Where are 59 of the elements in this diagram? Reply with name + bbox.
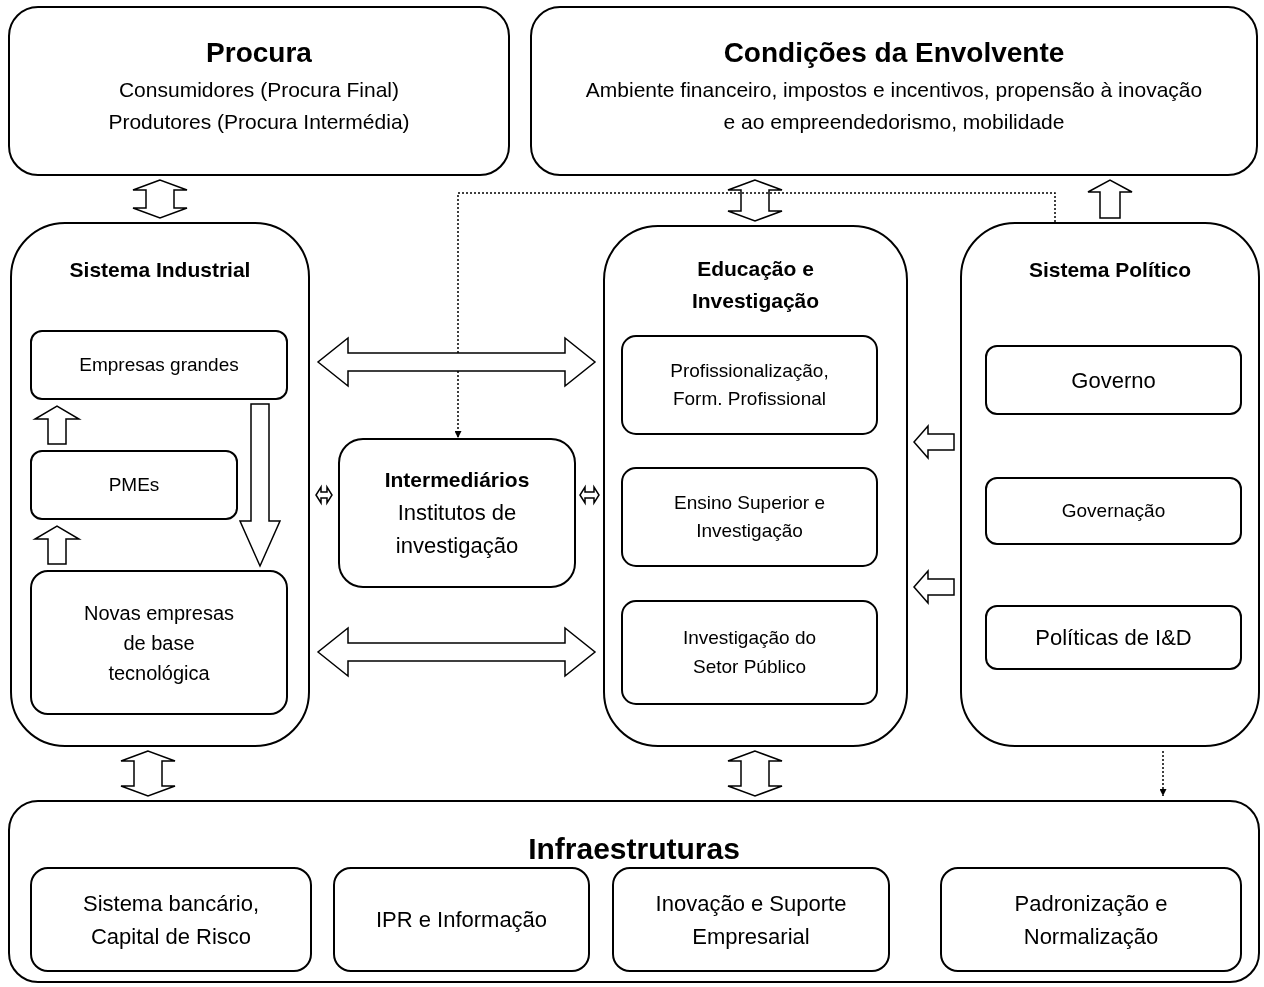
node-label: Inovação e Suporte Empresarial [654, 889, 848, 951]
node-label: Governação [1061, 498, 1166, 523]
node-label: Investigação do Setor Público [681, 626, 818, 679]
block-arrow [1087, 179, 1133, 219]
node-text: Produtores (Procura Intermédia) [108, 108, 410, 135]
process-box [30, 570, 288, 715]
block-arrow [913, 569, 955, 605]
node-label: IPR e Informação [375, 906, 548, 934]
group-box [8, 6, 510, 176]
block-arrow [32, 405, 82, 445]
process-box [30, 867, 312, 972]
node-title: Procura [206, 36, 312, 70]
process-box [30, 450, 238, 520]
group-box [960, 222, 1260, 747]
double-block-arrow [120, 750, 176, 797]
node-text: Consumidores (Procura Final) [118, 77, 400, 103]
process-box [621, 467, 878, 567]
double-block-arrow [316, 336, 597, 388]
node-label: Empresas grandes [79, 352, 239, 377]
process-box [338, 438, 576, 588]
node-label: Ensino Superior e Investigação [672, 490, 826, 543]
node-title: Infraestruturas [528, 831, 740, 867]
process-box [985, 345, 1242, 415]
node-title: Sistema Industrial [69, 257, 251, 283]
node-title: Sistema Político [1028, 257, 1192, 283]
group-box [8, 800, 1260, 983]
node-label: Institutos de investigação [394, 498, 520, 560]
node-text: Ambiente financeiro, impostos e incentivos, propensão à inovação e ao empreendedorismo, mobilidade [584, 77, 1204, 135]
process-box [30, 330, 288, 400]
block-arrow [32, 525, 82, 565]
dotted-arrow [454, 192, 1056, 439]
double-block-arrow [315, 484, 333, 506]
node-label: Profissionalização, Form. Profissional [669, 358, 830, 411]
process-box [612, 867, 890, 972]
process-box [621, 335, 878, 435]
process-box [621, 600, 878, 705]
block-arrow [913, 424, 955, 460]
node-label: Políticas de I&D [1035, 624, 1192, 652]
node-label: Sistema bancário, Capital de Risco [81, 889, 261, 951]
node-title: Condições da Envolvente [723, 36, 1065, 70]
double-block-arrow [579, 484, 600, 506]
double-block-arrow [727, 179, 783, 222]
node-title: Intermediários [384, 467, 530, 494]
double-block-arrow [316, 626, 597, 678]
node-label: Padronização e Normalização [1013, 889, 1169, 951]
group-box [603, 225, 908, 747]
group-box [530, 6, 1258, 176]
node-label: Novas empresas de base tecnológica [82, 600, 236, 686]
process-box [940, 867, 1242, 972]
process-box [985, 605, 1242, 670]
node-label: PMEs [108, 472, 160, 497]
dotted-arrow [1159, 750, 1167, 797]
block-arrow [238, 403, 282, 568]
double-block-arrow [727, 750, 783, 797]
process-box [985, 477, 1242, 545]
double-block-arrow [132, 179, 188, 219]
node-label: Governo [1071, 366, 1156, 395]
process-box [333, 867, 590, 972]
node-title: Educação e Investigação [690, 256, 821, 314]
